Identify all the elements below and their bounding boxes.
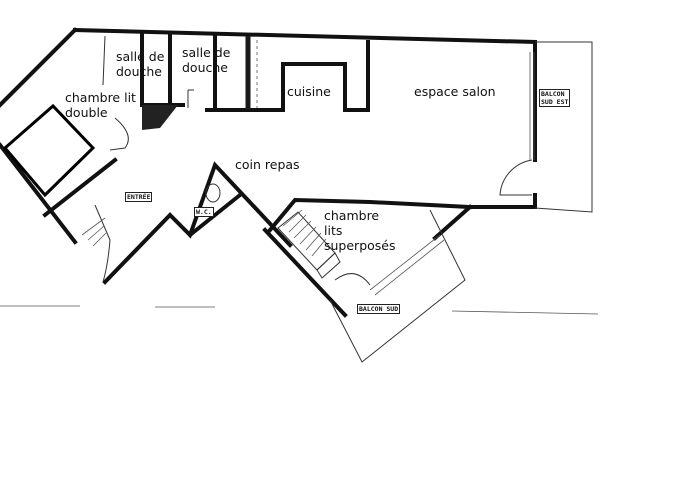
entrance-closet-hatch bbox=[81, 217, 107, 247]
room-label-salle-de-douche-2: salle de douche bbox=[182, 45, 231, 75]
room-label-chambre-lits-superposes: chambre lits superposés bbox=[324, 208, 396, 253]
bedroom-wall-southwest bbox=[0, 142, 78, 245]
bunk-room-wall-diag bbox=[262, 227, 348, 318]
balcony-east-outline bbox=[534, 41, 593, 213]
bedroom-door-swing bbox=[109, 117, 129, 151]
salon-wall-south bbox=[468, 193, 537, 209]
room-label-coin-repas: coin repas bbox=[235, 157, 300, 172]
wc-wall bbox=[187, 192, 243, 238]
bedroom-closet-line bbox=[102, 35, 106, 86]
tag-entree: ENTRÉE bbox=[125, 192, 153, 202]
room-label-chambre-lit-double: chambre lit double bbox=[65, 90, 136, 120]
room-label-cuisine: cuisine bbox=[287, 84, 331, 99]
toilet-icon bbox=[205, 183, 221, 203]
balcony-east-window bbox=[529, 52, 535, 160]
entrance-wall bbox=[102, 161, 293, 285]
tag-wc: W.C. bbox=[194, 207, 214, 217]
bunk-room-wall-west bbox=[267, 197, 473, 233]
double-bed bbox=[2, 103, 96, 198]
balcony-south-railing bbox=[369, 234, 445, 296]
room-label-salle-de-douche-1: salle de douche bbox=[116, 49, 165, 79]
room-label-espace-salon: espace salon bbox=[414, 84, 496, 99]
tag-balcon-sud: BALCON SUD bbox=[357, 304, 401, 314]
bedroom-wall-east bbox=[42, 157, 118, 218]
kitchen-counter bbox=[281, 40, 370, 112]
shower-dark-area bbox=[142, 105, 178, 130]
entrance-door-swing bbox=[94, 204, 111, 283]
exterior-wall-top bbox=[72, 27, 538, 45]
salon-door-swing bbox=[499, 159, 533, 196]
shower2-door bbox=[187, 89, 194, 108]
exterior-wall-northwest bbox=[0, 27, 78, 108]
bunk-room-door-swing bbox=[334, 273, 371, 286]
bunk-room-wall-east bbox=[432, 204, 473, 241]
bunk-bed bbox=[277, 209, 341, 279]
tag-balcon-sud-est: BALCON SUD EST bbox=[539, 89, 571, 107]
site-line-3 bbox=[451, 310, 599, 315]
balcony-south-outline bbox=[329, 209, 466, 363]
